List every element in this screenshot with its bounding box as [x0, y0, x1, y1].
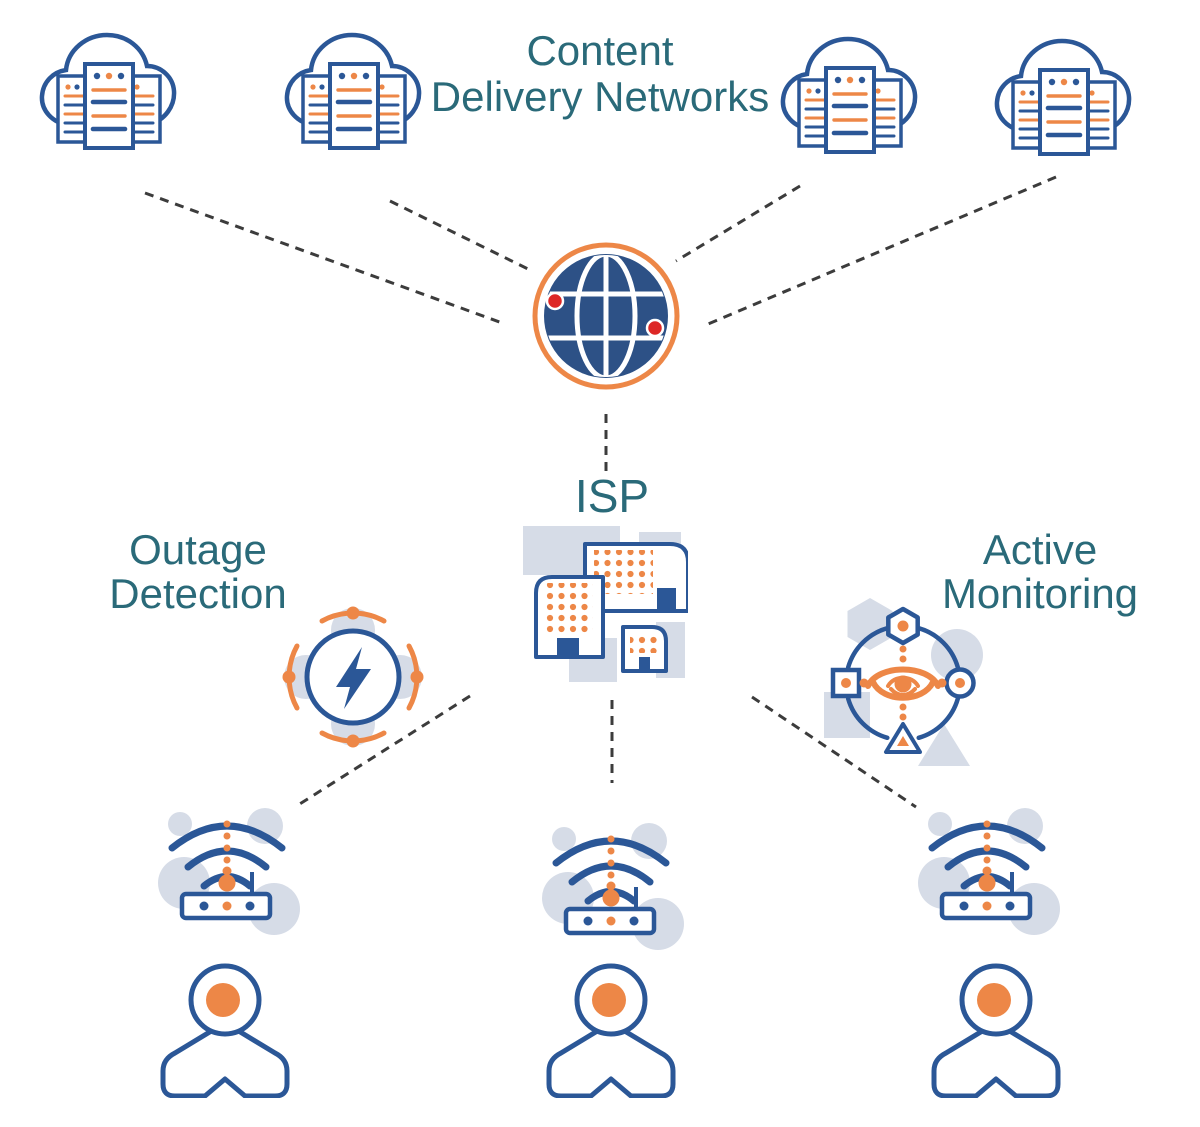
line-isp-router1 [294, 694, 471, 809]
line-cdn3-internet [675, 184, 801, 263]
cdn-title-line2: Delivery Networks [430, 73, 770, 120]
active-label-line1: Active [982, 526, 1098, 573]
active-label-line2: Monitoring [941, 570, 1139, 617]
wifi-router-icon-3 [912, 800, 1062, 950]
person-icon-2 [541, 958, 681, 1098]
eye-monitoring-icon [818, 598, 988, 768]
line-cdn1-internet [144, 191, 506, 326]
cloud-server-icon-4 [993, 18, 1135, 168]
wifi-router-icon-2 [536, 815, 686, 965]
isp-label-text: ISP [574, 470, 650, 522]
globe-icon [531, 241, 681, 391]
isp-label: ISP [512, 472, 712, 520]
cdn-title: Content Delivery Networks [330, 28, 870, 120]
buildings-icon [523, 526, 688, 682]
person-icon-1 [155, 958, 295, 1098]
line-cdn4-internet [707, 175, 1057, 326]
wifi-router-icon-1 [152, 800, 302, 950]
cdn-title-line1: Content [526, 27, 674, 74]
active-monitoring-label: Active Monitoring [920, 528, 1160, 616]
outage-label-line1: Outage [129, 526, 267, 573]
outage-label: Outage Detection [78, 528, 318, 616]
cloud-server-icon-1 [38, 12, 180, 162]
person-icon-3 [926, 958, 1066, 1098]
line-isp-router3 [751, 695, 917, 809]
outage-label-line2: Detection [109, 570, 287, 617]
lightning-circle-icon [273, 597, 433, 757]
line-cdn2-internet [389, 199, 529, 271]
